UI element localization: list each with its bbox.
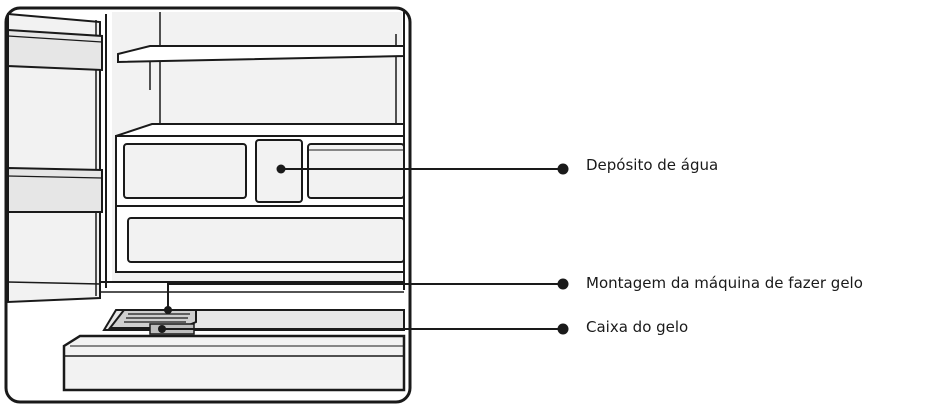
left-door xyxy=(7,12,107,304)
upper-drawers xyxy=(115,135,405,207)
left-drawer xyxy=(123,143,247,199)
callout-water-tank xyxy=(276,163,569,175)
callout-ice-maker xyxy=(164,278,569,314)
freezer-drawer xyxy=(62,309,406,392)
top-shelf xyxy=(117,45,405,90)
label-water-tank: Depósito de água xyxy=(586,156,719,174)
callout-ice-bin xyxy=(158,323,569,335)
label-ice-bin: Caixa do gelo xyxy=(586,318,689,336)
lower-drawer xyxy=(115,205,405,273)
right-drawer xyxy=(307,143,405,199)
middle-shelf xyxy=(115,123,405,137)
label-ice-maker: Montagem da máquina de fazer gelo xyxy=(586,274,863,292)
door-shelf-top xyxy=(7,28,103,72)
door-shelf-middle xyxy=(7,166,103,213)
